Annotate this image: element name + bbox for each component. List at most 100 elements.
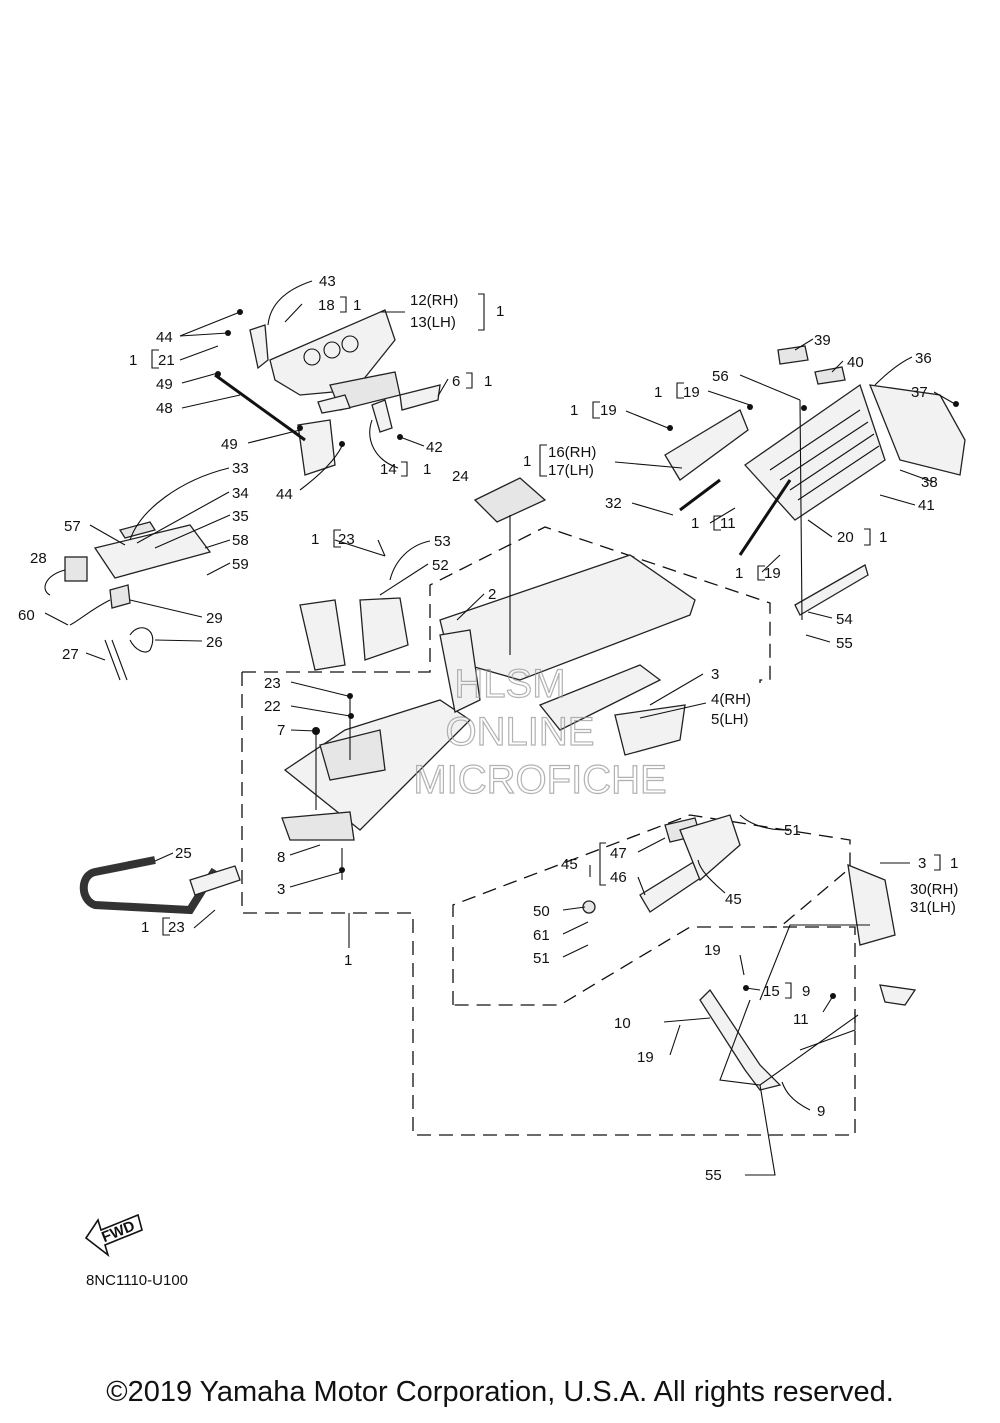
steering-bracket-assembly	[214, 309, 441, 476]
group-outline-lower	[241, 672, 856, 1136]
callout-c3c: 3	[918, 855, 926, 872]
callout-c27: 27	[62, 646, 79, 663]
fwd-arrow-icon: FWD	[84, 1213, 143, 1258]
callout-c23c: 23	[168, 919, 185, 936]
callout-c41: 41	[918, 497, 935, 514]
watermark-line-1: HLSM	[454, 662, 565, 706]
diagram-code: 8NC1110-U100	[86, 1272, 189, 1289]
callout-c16: 16(RH)	[548, 444, 596, 461]
callout-c19aq: 1	[654, 384, 662, 401]
callout-c58: 58	[232, 532, 249, 549]
callout-c15q: 9	[802, 983, 810, 1000]
callout-c5: 5(LH)	[711, 711, 749, 728]
callout-c34: 34	[232, 485, 249, 502]
callout-c45b: 45	[725, 891, 742, 908]
watermark: HLSM ONLINE MICROFICHE	[413, 661, 668, 802]
callout-c16q: 1	[523, 453, 531, 470]
callout-c49b: 49	[221, 436, 238, 453]
callout-c31: 31(LH)	[910, 899, 956, 916]
callout-c19c: 19	[764, 565, 781, 582]
callout-c19cq: 1	[735, 565, 743, 582]
callout-c23b: 23	[264, 675, 281, 692]
callout-c33: 33	[232, 460, 249, 477]
callout-c56: 56	[712, 368, 729, 385]
callout-c23aq: 1	[311, 531, 319, 548]
callout-c52: 52	[432, 557, 449, 574]
callout-c28: 28	[30, 550, 47, 567]
callout-c22: 22	[264, 698, 281, 715]
callout-c10: 10	[614, 1015, 631, 1032]
callout-c37: 37	[911, 384, 928, 401]
watermark-line-3: MICROFICHE	[413, 758, 666, 802]
callout-c51a: 51	[784, 822, 801, 839]
callout-c13: 13(LH)	[410, 314, 456, 331]
group-outline-frame	[242, 526, 771, 683]
group-outline-footrest	[452, 814, 851, 1006]
callout-c44a: 44	[156, 329, 173, 346]
watermark-line-2: ONLINE	[446, 710, 595, 754]
seat-pad	[473, 477, 547, 523]
callout-c44b: 44	[276, 486, 293, 503]
callout-c39: 39	[814, 332, 831, 349]
callout-c49a: 49	[156, 376, 173, 393]
callout-c19a: 19	[683, 384, 700, 401]
callout-c42: 42	[426, 439, 443, 456]
callout-c43: 43	[319, 273, 336, 290]
callout-c45a: 45	[561, 856, 578, 873]
callout-c19bq: 1	[570, 402, 578, 419]
callout-c40: 40	[847, 354, 864, 371]
callout-c36: 36	[915, 350, 932, 367]
callout-c7: 7	[277, 722, 285, 739]
callout-c57: 57	[64, 518, 81, 535]
callout-c20: 20	[837, 529, 854, 546]
main-chassis-frame	[281, 554, 696, 873]
callout-c59: 59	[232, 556, 249, 573]
callout-c11: 11	[720, 515, 736, 532]
callout-c25: 25	[175, 845, 192, 862]
callout-c51b: 51	[533, 950, 550, 967]
callout-c29: 29	[206, 610, 223, 627]
callout-c46: 46	[610, 869, 627, 886]
callout-c47: 47	[610, 845, 627, 862]
callout-c8: 8	[277, 849, 285, 866]
callout-c14: 14	[380, 461, 397, 478]
callout-c9: 9	[817, 1103, 825, 1120]
callout-c19b: 19	[600, 402, 617, 419]
callout-c12: 12(RH)	[410, 292, 458, 309]
callout-c19e: 19	[637, 1049, 654, 1066]
callout-c53: 53	[434, 533, 451, 550]
callout-c38: 38	[921, 474, 938, 491]
callout-c35: 35	[232, 508, 249, 525]
callout-c32: 32	[605, 495, 622, 512]
callout-c61: 61	[533, 927, 550, 944]
footrest-assembly	[582, 814, 917, 1091]
callout-c18: 18	[318, 297, 335, 314]
callout-brackets	[151, 293, 941, 999]
leader-lines	[44, 280, 956, 1176]
callout-c19d: 19	[704, 942, 721, 959]
callout-c12q: 1	[496, 303, 504, 320]
callout-c54: 54	[836, 611, 853, 628]
callout-c6: 6	[452, 373, 460, 390]
callout-c3a: 3	[711, 666, 719, 683]
callout-c3b: 3	[277, 881, 285, 898]
callout-labels: 43 18 1 12(RH) 13(LH) 1 44 1 21 49 6 1 4…	[18, 273, 958, 1184]
callout-c20q: 1	[879, 529, 887, 546]
fwd-label: FWD	[99, 1217, 137, 1246]
callout-c23a: 23	[338, 531, 355, 548]
callout-c30: 30(RH)	[910, 881, 958, 898]
callout-c48: 48	[156, 400, 173, 417]
callout-c14q: 1	[423, 461, 431, 478]
copyright-notice: ©2019 Yamaha Motor Corporation, U.S.A. A…	[106, 1376, 894, 1408]
callout-c21: 21	[158, 352, 175, 369]
callout-c17: 17(LH)	[548, 462, 594, 479]
grab-bar	[79, 856, 219, 915]
callout-c11q: 1	[691, 515, 699, 532]
callout-c1: 1	[344, 952, 352, 969]
electrical-bracket-assembly	[44, 521, 212, 681]
callout-c55a: 55	[836, 635, 853, 652]
callout-c55b: 55	[705, 1167, 722, 1184]
callout-c4: 4(RH)	[711, 691, 751, 708]
callout-c21q: 1	[129, 352, 137, 369]
callout-c15: 15	[763, 983, 780, 1000]
